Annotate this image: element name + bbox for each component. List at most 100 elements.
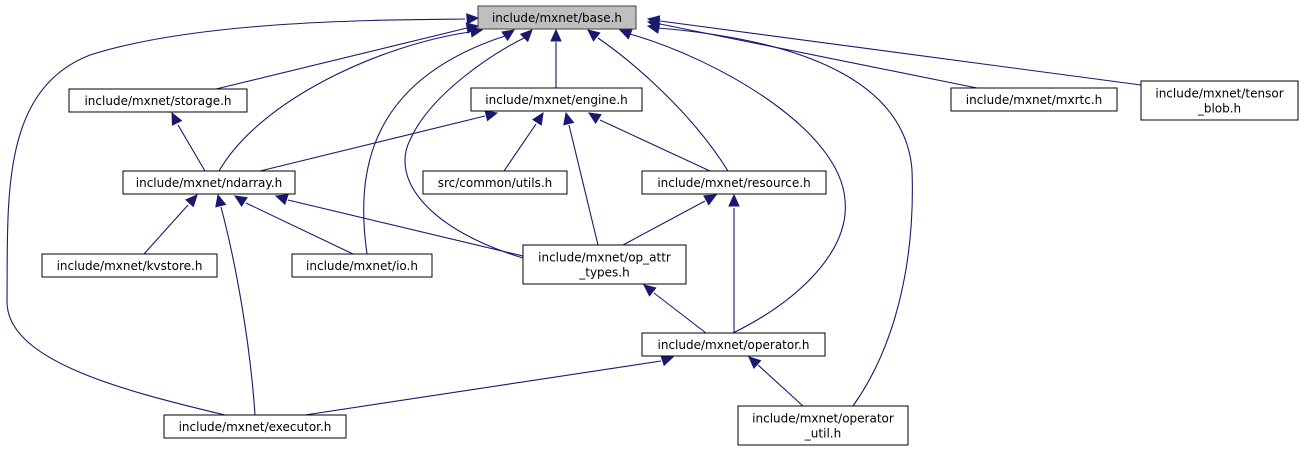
edge-io-to-base	[363, 29, 516, 255]
arrowhead-icon	[531, 111, 544, 126]
node-op-attr-types[interactable]: include/mxnet/op_attr_types.h	[522, 244, 687, 285]
arrowhead-icon	[587, 112, 602, 125]
edge-line	[218, 31, 471, 172]
edge-ndarray-to-engine	[259, 110, 499, 172]
edge-line	[568, 124, 599, 246]
arrowhead-icon	[618, 28, 633, 40]
node-base[interactable]: include/mxnet/base.h	[477, 5, 637, 30]
edge-utils-to-engine	[503, 111, 544, 172]
node-box[interactable]	[950, 87, 1118, 112]
edge-line	[304, 360, 662, 416]
arrowhead-icon	[703, 194, 718, 206]
edge-line	[259, 115, 486, 172]
arrowhead-icon	[646, 22, 661, 34]
node-box[interactable]	[122, 170, 296, 195]
node-label: _blob.h	[1197, 102, 1241, 116]
arrowhead-icon	[466, 13, 480, 25]
edge-line	[177, 124, 206, 172]
node-label: include/mxnet/mxrtc.h	[966, 93, 1103, 107]
edge-line	[220, 206, 256, 416]
arrowhead-icon	[484, 110, 499, 122]
node-box[interactable]	[291, 253, 433, 278]
edge-operator-to-op_attr_types	[643, 284, 707, 334]
node-box[interactable]	[641, 170, 827, 195]
node-box[interactable]	[1140, 80, 1299, 121]
nodes-layer: include/mxnet/base.h include/mxnet/storag…	[41, 5, 1299, 446]
node-label: include/mxnet/engine.h	[485, 93, 627, 107]
node-label: include/mxnet/base.h	[492, 11, 622, 25]
arrowhead-icon	[563, 111, 575, 126]
arrowhead-icon	[660, 355, 675, 367]
arrowhead-icon	[501, 29, 516, 42]
node-utils[interactable]: src/common/utils.h	[422, 170, 568, 195]
edge-line	[599, 119, 711, 172]
arrowhead-icon	[643, 284, 657, 297]
node-box[interactable]	[477, 5, 637, 30]
node-box[interactable]	[737, 405, 909, 446]
edge-line	[622, 200, 706, 246]
node-mxrtc[interactable]: include/mxnet/mxrtc.h	[950, 87, 1118, 112]
edge-operator-to-base	[618, 28, 846, 334]
node-box[interactable]	[470, 87, 643, 112]
arrowhead-icon	[587, 29, 601, 42]
edge-line	[363, 35, 506, 255]
node-tensor-blob[interactable]: include/mxnet/tensor_blob.h	[1140, 80, 1299, 121]
node-label: _util.h	[804, 427, 841, 441]
edge-line	[287, 199, 524, 257]
edge-line	[6, 18, 466, 416]
arrowhead-icon	[233, 195, 248, 208]
node-label: include/mxnet/tensor	[1155, 87, 1283, 101]
edge-op_attr_types-to-resource	[622, 194, 718, 246]
node-label: include/mxnet/op_attr	[538, 251, 671, 265]
edge-resource-to-engine	[587, 112, 711, 172]
edge-engine-to-base	[550, 28, 562, 88]
node-label: include/mxnet/kvstore.h	[57, 259, 203, 273]
node-label: include/mxnet/io.h	[306, 259, 418, 273]
node-box[interactable]	[41, 253, 218, 278]
edge-line	[597, 37, 729, 172]
arrowhead-icon	[550, 28, 562, 42]
node-engine[interactable]: include/mxnet/engine.h	[470, 87, 643, 112]
node-io[interactable]: include/mxnet/io.h	[291, 253, 433, 278]
edge-executor-to-operator	[304, 355, 675, 416]
arrowhead-icon	[646, 15, 661, 27]
node-executor[interactable]: include/mxnet/executor.h	[163, 414, 347, 439]
edge-executor-to-ndarray	[215, 193, 256, 416]
arrowhead-icon	[185, 194, 198, 208]
node-box[interactable]	[522, 244, 687, 285]
edge-op_attr_types-to-base	[404, 29, 533, 259]
edge-op_attr_types-to-ndarray	[274, 194, 524, 257]
edge-line	[629, 33, 846, 334]
node-label: include/mxnet/operator.h	[658, 338, 810, 352]
node-storage[interactable]: include/mxnet/storage.h	[68, 88, 248, 113]
edge-resource-to-base	[587, 29, 729, 172]
node-box[interactable]	[422, 170, 568, 195]
node-ndarray[interactable]: include/mxnet/ndarray.h	[122, 170, 296, 195]
node-box[interactable]	[68, 88, 248, 113]
edge-ndarray-to-storage	[171, 111, 206, 172]
node-resource[interactable]: include/mxnet/resource.h	[641, 170, 827, 195]
edge-storage-to-base	[215, 22, 480, 90]
edge-line	[503, 123, 537, 172]
node-operator-util[interactable]: include/mxnet/operator_util.h	[737, 405, 909, 446]
arrowhead-icon	[748, 356, 762, 369]
edge-line	[659, 20, 1142, 86]
arrowhead-icon	[215, 193, 227, 208]
edge-io-to-ndarray	[233, 195, 354, 255]
edge-operator_util-to-base	[646, 22, 913, 407]
node-label: include/mxnet/executor.h	[179, 420, 332, 434]
edge-line	[404, 37, 525, 259]
node-operator[interactable]: include/mxnet/operator.h	[641, 332, 826, 357]
edge-op_attr_types-to-engine	[563, 111, 599, 246]
node-box[interactable]	[163, 414, 347, 439]
edge-mxrtc-to-base	[646, 18, 978, 89]
node-box[interactable]	[641, 332, 826, 357]
node-label: include/mxnet/resource.h	[657, 176, 810, 190]
edges-layer	[6, 13, 1142, 416]
edge-executor-to-base	[6, 13, 480, 416]
node-kvstore[interactable]: include/mxnet/kvstore.h	[41, 253, 218, 278]
edge-line	[757, 364, 804, 407]
edge-line	[657, 27, 913, 407]
arrowhead-icon	[274, 194, 289, 206]
